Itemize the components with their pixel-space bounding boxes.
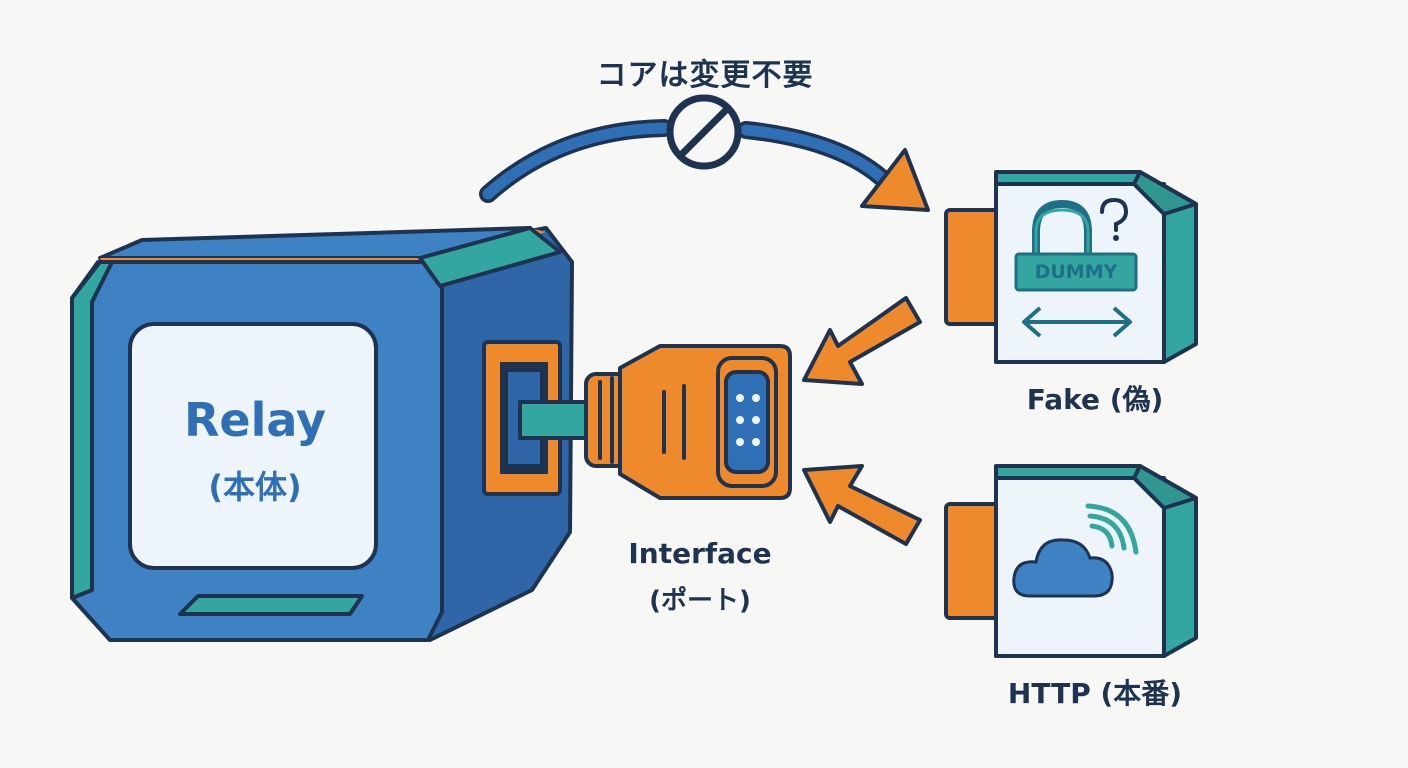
cloud-icon xyxy=(1012,538,1114,598)
fake-to-interface-arrow xyxy=(802,296,922,386)
interface-subtitle: (ポート) xyxy=(649,586,751,616)
interface-plug xyxy=(518,344,792,500)
http-module-label: HTTP (本番) xyxy=(1007,677,1183,710)
arrow-head xyxy=(860,148,930,212)
interface-title: Interface xyxy=(628,537,772,570)
http-module xyxy=(944,464,1198,658)
dummy-badge xyxy=(1014,252,1138,292)
http-to-interface-arrow xyxy=(802,464,922,546)
question-mark-icon xyxy=(1100,197,1129,241)
no-change-arrow xyxy=(479,94,930,212)
prohibited-icon xyxy=(666,94,742,170)
padlock-icon xyxy=(1032,199,1092,254)
fake-module xyxy=(944,170,1198,364)
relay-panel xyxy=(128,322,378,570)
core-no-change-label: コアは変更不要 xyxy=(596,58,814,93)
relay-subtitle: (本体) xyxy=(208,468,302,506)
dummy-badge-text: DUMMY xyxy=(1034,261,1118,283)
fake-module-label: Fake (偽) xyxy=(1026,383,1164,416)
relay-title: Relay xyxy=(184,393,326,447)
wifi-signal-icon xyxy=(1085,503,1139,555)
double-arrow-icon xyxy=(1022,306,1132,338)
